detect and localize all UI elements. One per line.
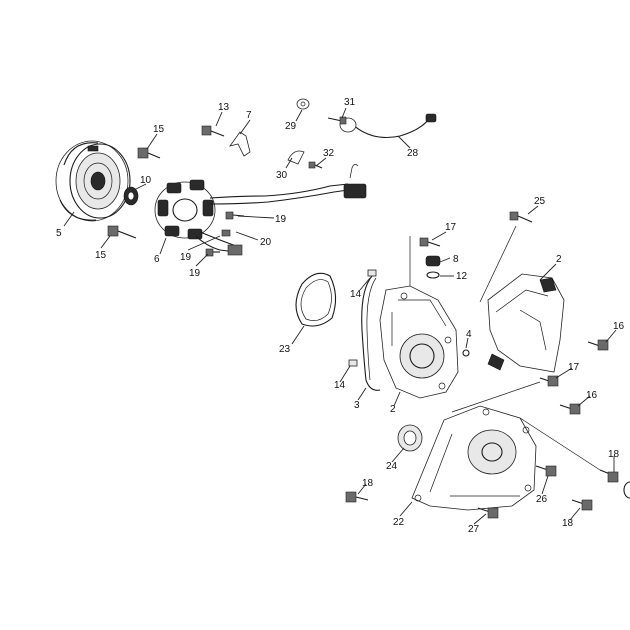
bolt-upper-15: [137, 147, 161, 159]
label-30: 30: [276, 170, 288, 181]
gasket-23: [295, 272, 337, 327]
label-2-center: 2: [390, 404, 396, 415]
label-19-mid: 19: [180, 252, 192, 263]
flywheel-rotor: [55, 140, 131, 222]
leader-lines: [63, 107, 617, 525]
sensor-cable-28: [339, 113, 437, 139]
o-ring-4: [462, 349, 470, 357]
label-28: 28: [407, 148, 419, 159]
bolt-16-right: [587, 339, 609, 351]
label-18-left: 18: [362, 478, 374, 489]
bolt-17-upper: [419, 237, 441, 247]
bolt-lower-15: [107, 225, 137, 239]
washer-12: [426, 271, 440, 279]
seal-3: [361, 275, 381, 391]
screw-19-lower: [205, 248, 220, 257]
bolt-31: [327, 116, 347, 125]
label-18-right: 18: [608, 449, 620, 460]
label-19-right: 19: [275, 214, 287, 225]
bolt-27: [477, 507, 499, 519]
label-6: 6: [154, 254, 160, 265]
oil-seal-24: [397, 424, 423, 452]
label-13: 13: [218, 102, 230, 113]
label-24: 24: [386, 461, 398, 472]
grommet-8: [425, 255, 441, 267]
label-14-lower: 14: [334, 380, 346, 391]
bolt-18-right-lower: [571, 499, 593, 511]
label-16-right: 16: [613, 321, 625, 332]
dowel-14-lower: [348, 359, 358, 367]
label-16-center: 16: [586, 390, 598, 401]
outer-cover-22: [411, 405, 537, 511]
assembly-lines: [409, 225, 601, 471]
screw-19-upper: [225, 211, 245, 220]
label-14-upper: 14: [350, 289, 362, 300]
label-23: 23: [279, 344, 291, 355]
bolt-25: [509, 211, 533, 223]
label-2-right: 2: [556, 254, 562, 265]
label-19-lower: 19: [189, 268, 201, 279]
label-18-lower: 18: [562, 518, 574, 529]
label-25: 25: [534, 196, 546, 207]
part-labels: 13 7 15 10 5 15 6 19 19 20 19 29 31 28 3…: [56, 97, 625, 535]
bolt-26: [535, 465, 557, 477]
label-5: 5: [56, 228, 62, 239]
bolt-16-center: [559, 403, 581, 415]
label-15-lower: 15: [95, 250, 107, 261]
bolt-13: [201, 125, 225, 137]
label-4: 4: [466, 329, 472, 340]
outer-shroud-2: [487, 273, 565, 373]
washer-29: [296, 98, 310, 110]
label-7: 7: [246, 110, 252, 121]
dowel-14-upper: [367, 269, 377, 277]
label-8: 8: [453, 254, 459, 265]
label-26: 26: [536, 494, 548, 505]
edge-part: [623, 481, 630, 499]
label-29: 29: [285, 121, 297, 132]
label-17-center: 17: [568, 362, 580, 373]
bolt-18-right-upper: [599, 469, 619, 483]
label-3: 3: [354, 400, 360, 411]
label-15-upper: 15: [153, 124, 165, 135]
clamp-30: [287, 150, 305, 165]
label-27: 27: [468, 524, 480, 535]
label-31: 31: [344, 97, 356, 108]
label-20: 20: [260, 237, 272, 248]
inner-cover-2: [379, 285, 459, 399]
label-17-upper: 17: [445, 222, 457, 233]
bolt-18-left: [345, 491, 369, 503]
stator-assembly: [154, 164, 367, 256]
clip-20: [221, 229, 231, 237]
label-32: 32: [323, 148, 335, 159]
bracket-7: [229, 131, 251, 157]
bearing: [123, 186, 139, 206]
label-12: 12: [456, 271, 468, 282]
label-22: 22: [393, 517, 405, 528]
bolt-17-center: [539, 375, 559, 387]
label-10: 10: [140, 175, 152, 186]
